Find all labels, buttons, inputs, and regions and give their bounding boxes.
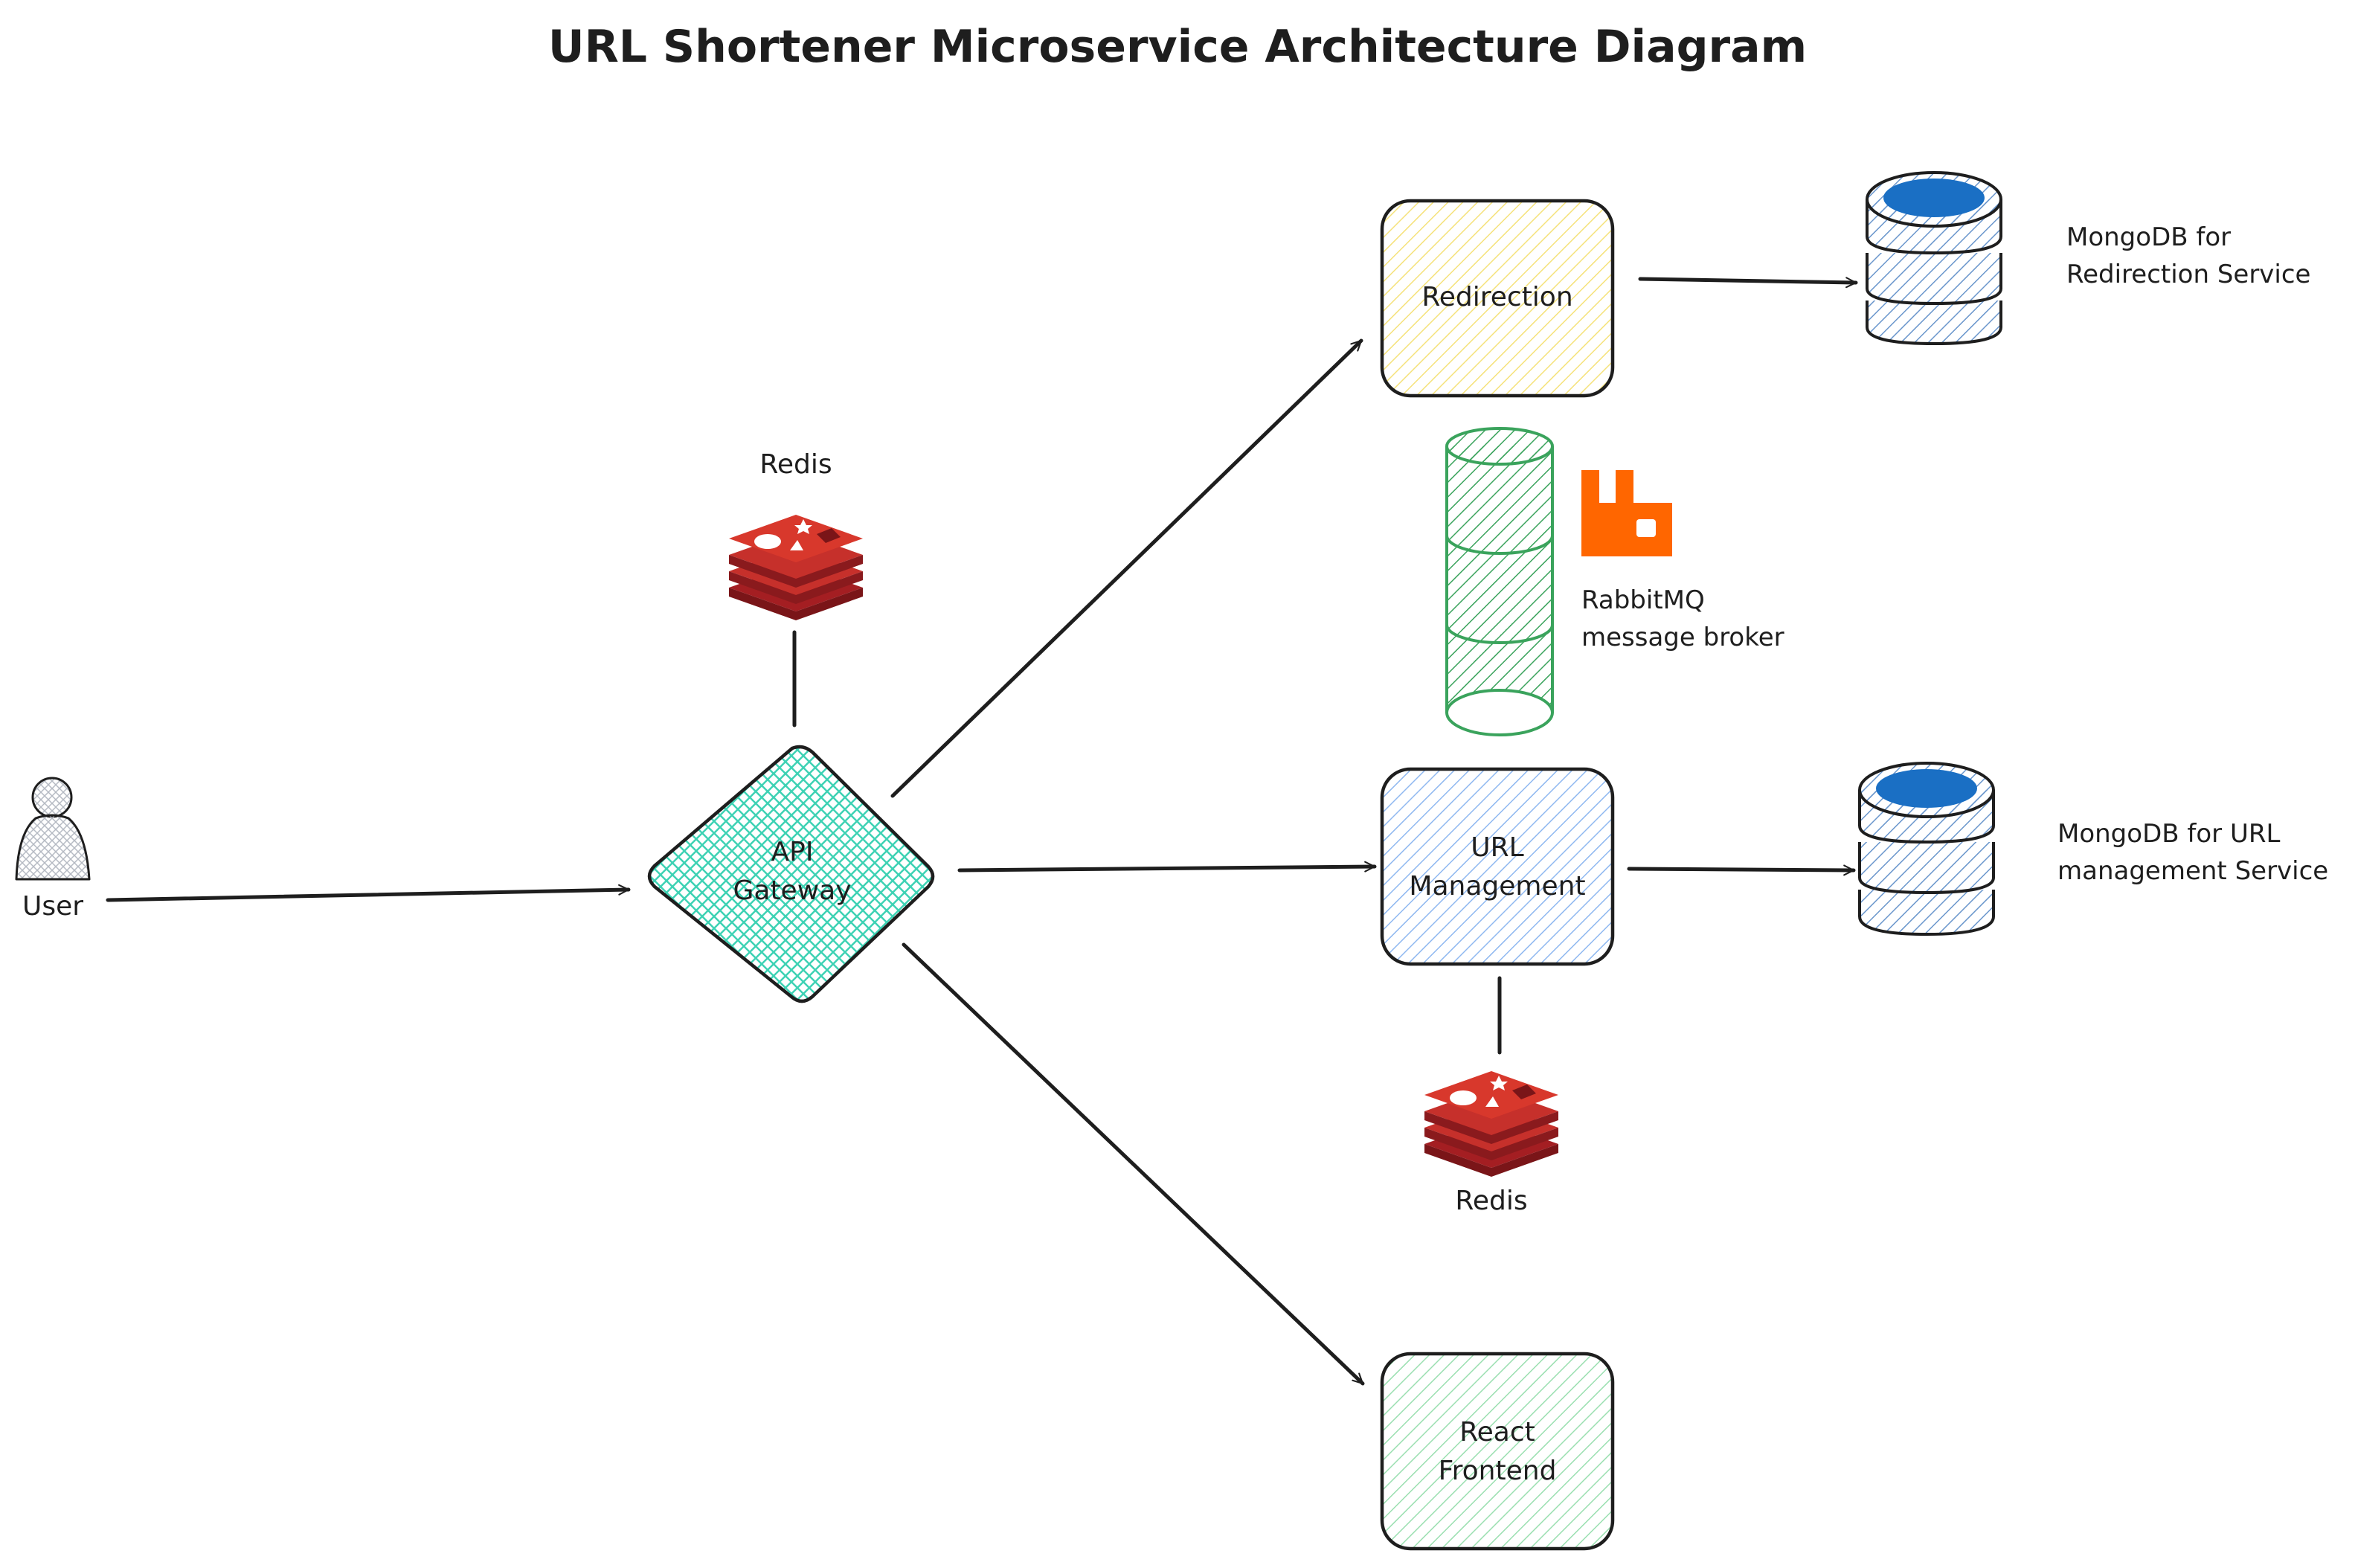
- react-frontend-label-line1: React: [1459, 1417, 1535, 1447]
- diagram-title: URL Shortener Microservice Architecture …: [547, 21, 1808, 73]
- user-icon[interactable]: [15, 777, 91, 881]
- mongodb-redirection-label: MongoDB for Redirection Service: [2066, 219, 2310, 293]
- redis-icon[interactable]: [729, 515, 863, 620]
- edges: [106, 277, 1858, 1386]
- edge-user-to-gateway: [106, 884, 631, 902]
- url-management-label-line1: URL: [1471, 832, 1524, 863]
- edge-url-management-to-mongodb: [1627, 864, 1856, 876]
- redis-icon[interactable]: [1424, 1071, 1558, 1177]
- react-frontend-node[interactable]: [1380, 1352, 1615, 1551]
- rabbitmq-label-line1: RabbitMQ: [1581, 585, 1705, 615]
- mongodb-url-management-icon[interactable]: [1858, 762, 1995, 936]
- mongodb-redirection-label-line1: MongoDB for: [2066, 222, 2232, 252]
- url-management-label: URL Management: [1382, 829, 1613, 906]
- mongodb-url-management-label-line2: management Service: [2057, 856, 2329, 886]
- edge-gateway-to-redirection: [890, 338, 1363, 798]
- mongodb-url-management-label: MongoDB for URL management Service: [2057, 815, 2328, 890]
- edge-redirection-to-mongodb: [1638, 277, 1858, 289]
- redirection-node[interactable]: [1380, 199, 1615, 398]
- mongodb-redirection-label-line2: Redirection Service: [2066, 260, 2311, 289]
- url-management-node[interactable]: [1380, 767, 1615, 966]
- redirection-label: Redirection: [1421, 282, 1573, 312]
- react-frontend-label-line2: Frontend: [1438, 1456, 1557, 1486]
- message-queue-cylinder[interactable]: [1445, 427, 1554, 736]
- api-gateway-label-line1: API: [771, 837, 814, 867]
- api-gateway-node[interactable]: [647, 745, 935, 1003]
- user-label: User: [22, 891, 84, 922]
- redis-bottom-label: Redis: [1455, 1186, 1528, 1216]
- url-management-label-line2: Management: [1409, 871, 1586, 902]
- edge-gateway-to-url-management: [957, 861, 1377, 873]
- rabbitmq-logo-icon: [1581, 470, 1672, 556]
- rabbitmq-label-line2: message broker: [1581, 623, 1784, 652]
- api-gateway-label: API Gateway: [707, 833, 878, 910]
- rabbitmq-label: RabbitMQ message broker: [1581, 582, 1784, 656]
- mongodb-url-management-label-line1: MongoDB for URL: [2057, 819, 2281, 849]
- api-gateway-label-line2: Gateway: [733, 875, 852, 906]
- mongodb-redirection-icon[interactable]: [1866, 171, 2002, 346]
- edge-gateway-to-react-frontend: [902, 942, 1365, 1386]
- redis-top-label: Redis: [759, 449, 832, 480]
- react-frontend-label: React Frontend: [1382, 1413, 1613, 1491]
